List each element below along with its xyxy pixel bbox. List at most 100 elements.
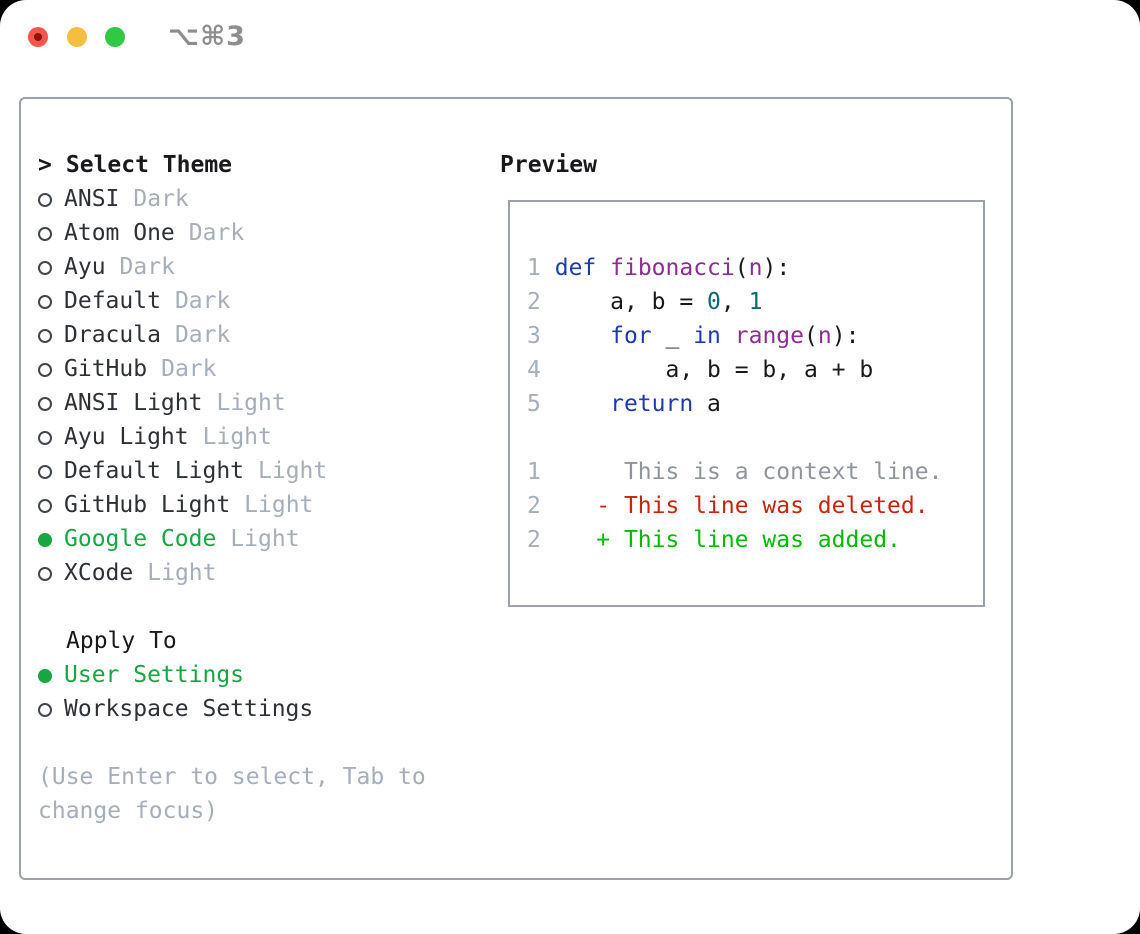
option-label: Workspace Settings xyxy=(64,696,314,722)
code-token: a xyxy=(693,391,721,417)
code-token xyxy=(721,323,735,349)
code-token: for xyxy=(610,323,652,349)
line-number: 5 xyxy=(527,391,541,417)
option-variant-label: Dark xyxy=(174,322,231,348)
apply-option-workspace-settings[interactable]: Workspace Settings xyxy=(38,692,426,726)
option-variant-label: Dark xyxy=(174,288,231,314)
theme-item-dracula[interactable]: Dracula Dark xyxy=(38,318,426,352)
line-number: 3 xyxy=(527,323,541,349)
option-label: XCode xyxy=(64,560,134,586)
option-label: Ayu Light xyxy=(64,424,189,450)
radio-icon xyxy=(38,397,52,411)
option-label: ANSI Light xyxy=(64,390,203,416)
spacer xyxy=(38,726,426,760)
code-token: ( xyxy=(734,255,749,281)
code-line: 2 - This line was deleted. xyxy=(527,489,942,523)
code-token xyxy=(541,391,610,417)
code-token xyxy=(596,255,610,281)
code-token: n xyxy=(748,255,763,281)
code-line: 2 + This line was added. xyxy=(527,523,942,557)
line-number: 2 xyxy=(527,289,541,315)
theme-item-github-light[interactable]: GitHub Light Light xyxy=(38,488,426,522)
select-theme-label: Select Theme xyxy=(65,152,233,178)
hint-line: (Use Enter to select, Tab to xyxy=(38,764,426,790)
radio-icon xyxy=(38,363,52,377)
minimize-button[interactable] xyxy=(67,27,87,47)
radio-selected-icon xyxy=(38,533,52,547)
hint-line: change focus) xyxy=(38,798,219,824)
radio-icon xyxy=(38,329,52,343)
apply-option-user-settings[interactable]: User Settings xyxy=(38,658,426,692)
option-label: Dracula xyxy=(64,322,161,348)
line-number: 2 xyxy=(527,493,541,519)
code-token: - This line was deleted. xyxy=(596,493,929,519)
radio-icon xyxy=(38,465,52,479)
spacer xyxy=(38,590,426,624)
code-line: 3 for _ in range(n): xyxy=(527,319,942,353)
code-token: a, b = xyxy=(540,289,708,315)
radio-icon xyxy=(38,567,52,581)
code-line: 4 a, b = b, a + b xyxy=(527,353,942,387)
code-token: , xyxy=(720,289,749,315)
option-label: Ayu xyxy=(64,254,106,280)
option-variant-label: Light xyxy=(230,526,300,552)
zoom-button[interactable] xyxy=(105,27,125,47)
option-label: Default Light xyxy=(64,458,245,484)
code-token: fibonacci xyxy=(610,255,735,281)
close-button[interactable] xyxy=(28,27,48,47)
code-line: 1 This is a context line. xyxy=(527,455,942,489)
code-token: This is a context line. xyxy=(540,459,943,485)
option-label: Default xyxy=(64,288,161,314)
option-variant-label: Light xyxy=(216,390,286,416)
code-token xyxy=(541,323,610,349)
code-token: ( xyxy=(804,323,818,349)
theme-item-google-code[interactable]: Google Code Light xyxy=(38,522,426,556)
radio-icon xyxy=(38,261,52,275)
theme-item-default[interactable]: Default Dark xyxy=(38,284,426,318)
option-variant-label: Light xyxy=(244,492,314,518)
option-variant-label: Dark xyxy=(133,186,189,212)
option-variant-label: Dark xyxy=(188,220,245,246)
code-token: _ xyxy=(651,323,694,349)
theme-item-ansi-light[interactable]: ANSI Light Light xyxy=(38,386,426,420)
radio-icon xyxy=(38,499,52,513)
radio-icon xyxy=(38,703,52,717)
option-label: Google Code xyxy=(64,526,217,552)
radio-selected-icon xyxy=(38,669,52,683)
line-number: 4 xyxy=(527,357,541,383)
code-token: return xyxy=(610,391,694,417)
hint-text: (Use Enter to select, Tab to change focus… xyxy=(38,760,426,828)
option-variant-label: Light xyxy=(147,560,217,586)
radio-icon xyxy=(38,295,52,309)
line-number: 1 xyxy=(527,459,541,485)
code-line: 5 return a xyxy=(527,387,942,421)
code-token: ): xyxy=(831,323,860,349)
code-token xyxy=(541,493,596,519)
code-line: 1 def fibonacci(n): xyxy=(527,251,942,285)
code-token: n xyxy=(817,323,832,349)
option-label: GitHub xyxy=(64,356,148,382)
code-token: 1 xyxy=(748,289,763,315)
code-token: in xyxy=(693,323,721,349)
apply-to-header: Apply To xyxy=(66,628,177,654)
radio-icon xyxy=(38,227,52,241)
cursor-pointer-icon: > xyxy=(38,152,52,178)
code-token xyxy=(541,255,555,281)
code-token: a, b = b, a + b xyxy=(540,357,874,383)
option-label: GitHub Light xyxy=(64,492,231,518)
code-token: + This line was added. xyxy=(596,527,901,553)
theme-item-xcode[interactable]: XCode Light xyxy=(38,556,426,590)
